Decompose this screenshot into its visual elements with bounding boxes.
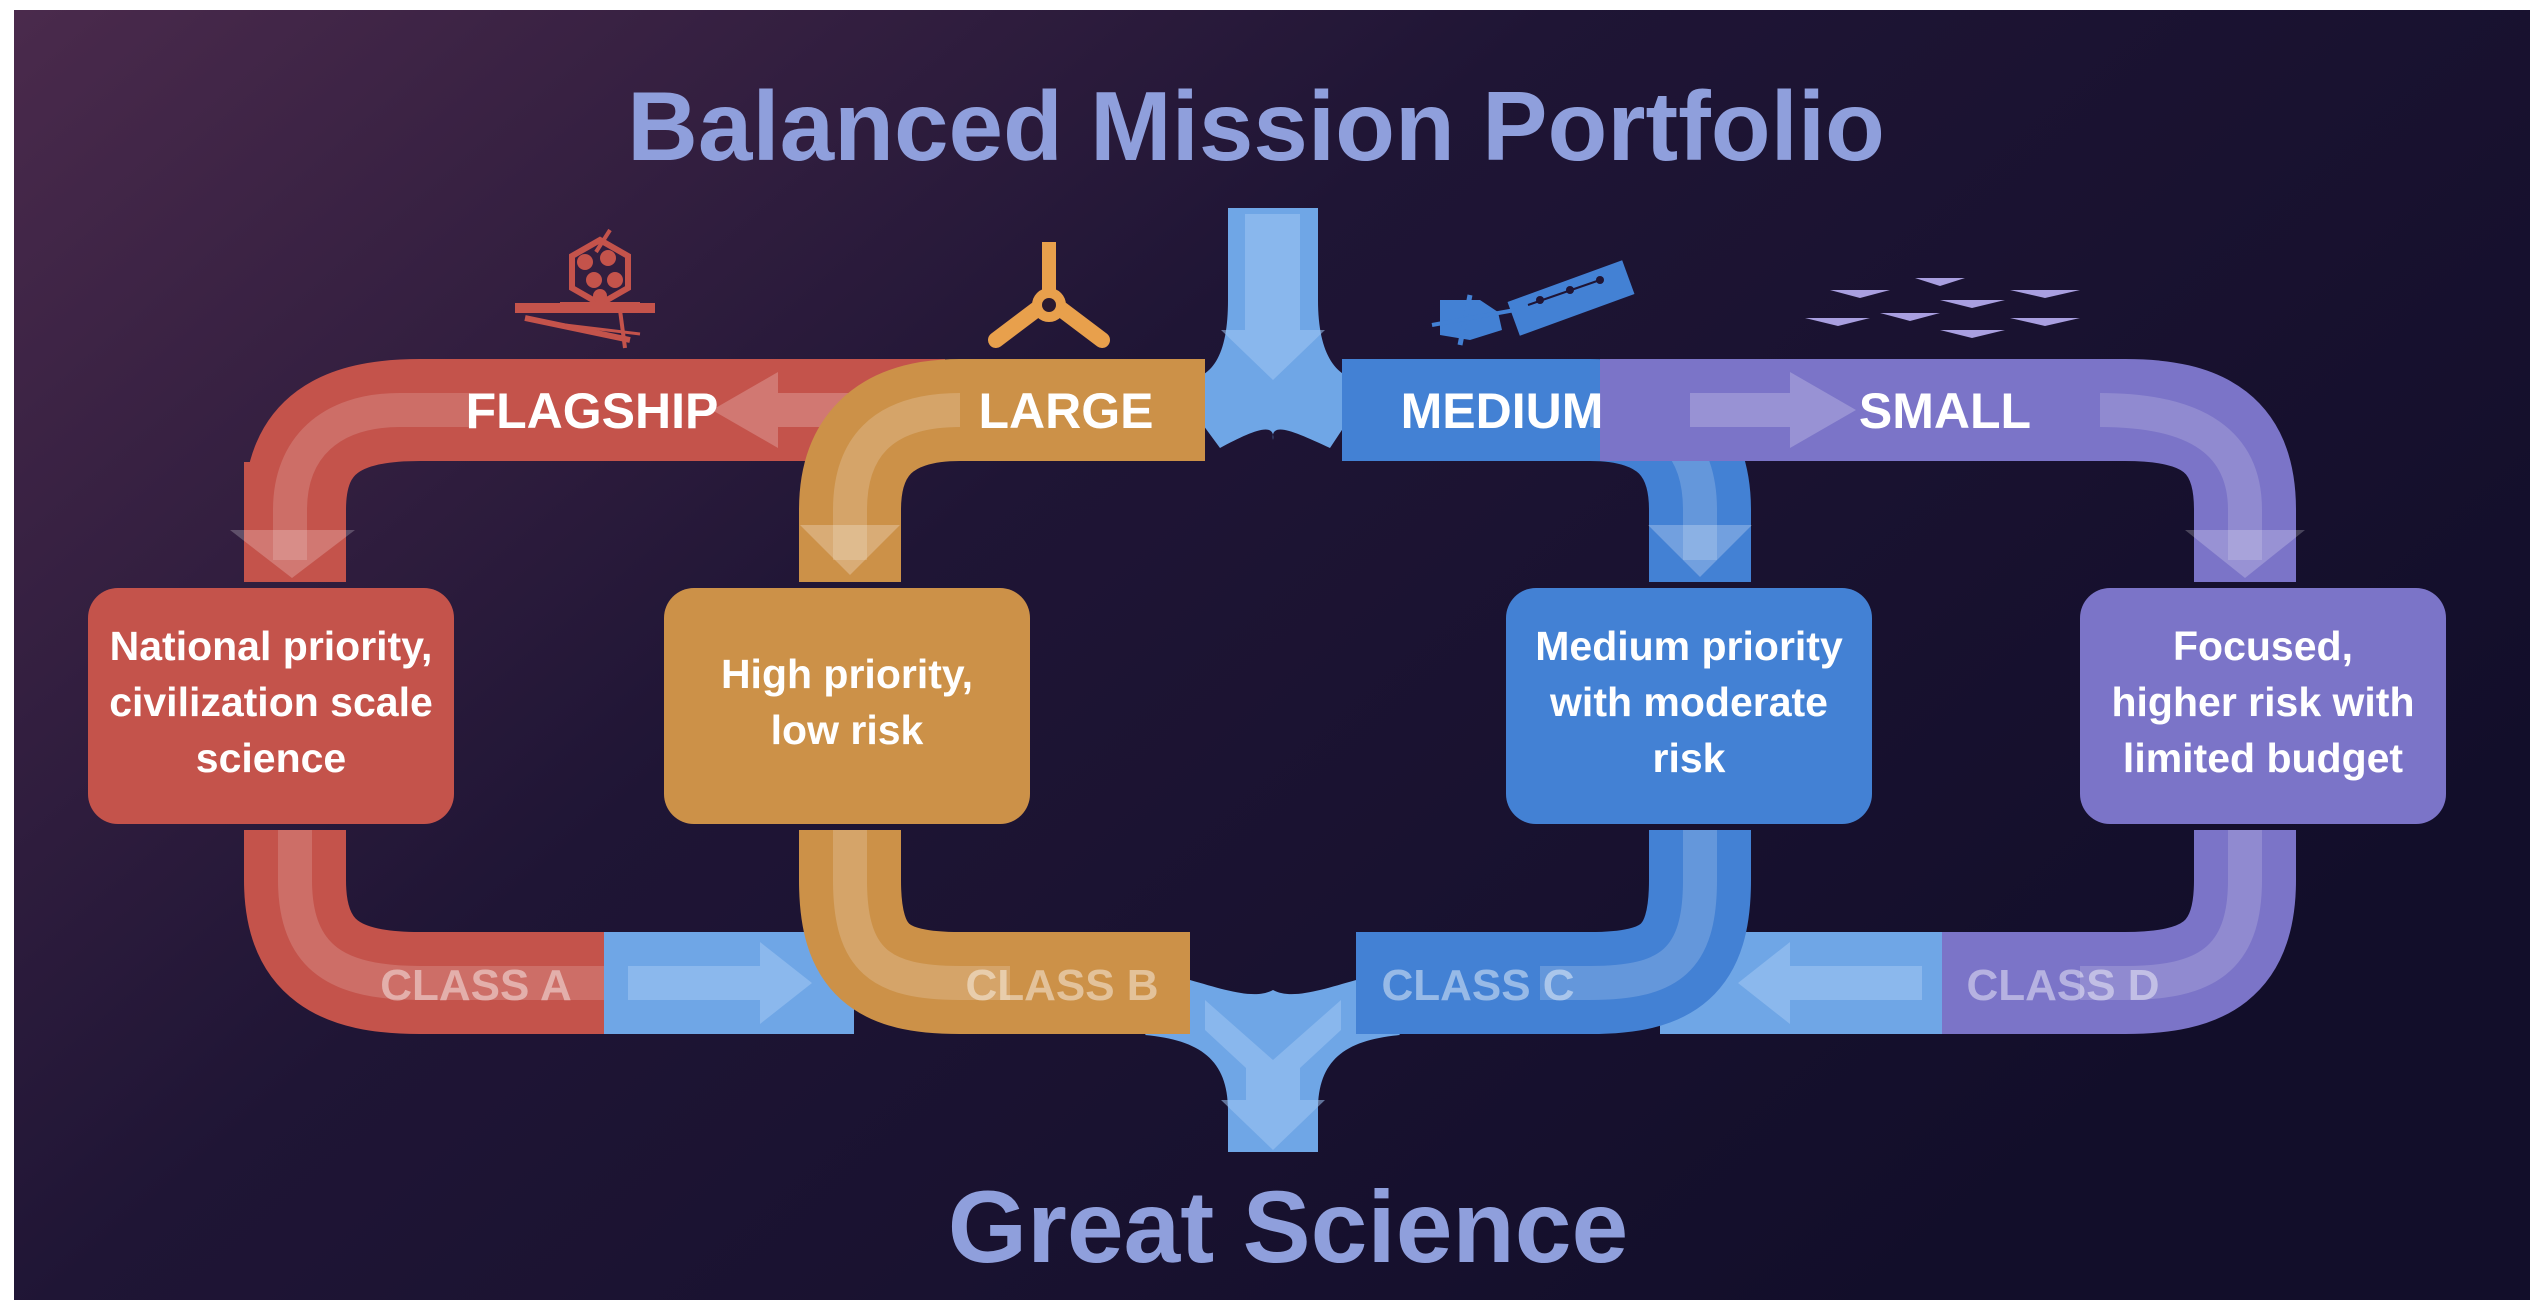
medium-description-line: with moderate (1549, 679, 1828, 725)
flagship-left-arrow (712, 372, 865, 448)
medium-down-arrow (1648, 525, 1752, 577)
large-down-arrow (800, 525, 900, 575)
flagship-description-line: science (196, 735, 346, 781)
small-label: SMALL (1859, 383, 2031, 439)
bottom-outflow-connector (1145, 980, 1400, 1152)
class-d-label: CLASS D (1966, 961, 2159, 1010)
large-description-line: low risk (771, 707, 924, 753)
space-telescope-icon (515, 228, 655, 349)
class-c-label: CLASS C (1381, 961, 1574, 1010)
small-down-arrow (2185, 530, 2305, 578)
diagram-footer: Great Science (948, 1170, 1628, 1284)
flagship-label: FLAGSHIP (466, 383, 719, 439)
satellite-icon (1431, 260, 1635, 346)
flagship-description-line: National priority, (110, 623, 433, 669)
medium-label: MEDIUM (1401, 383, 1604, 439)
flagship-description-line: civilization scale (109, 679, 433, 725)
small-description-line: Focused, (2173, 623, 2353, 669)
spacecraft-icon (988, 242, 1110, 348)
small-description-box (2080, 588, 2446, 824)
large-loop (799, 359, 1205, 1034)
large-description-box (664, 588, 1030, 824)
class-a-label: CLASS A (380, 961, 572, 1010)
flagship-loop (230, 359, 945, 1034)
class-b-label: CLASS B (965, 961, 1158, 1010)
flagship-down-arrow (230, 530, 355, 578)
large-description-line: High priority, (721, 651, 973, 697)
medium-description-box (1506, 588, 1872, 824)
small-description-line: limited budget (2123, 735, 2404, 781)
top-inflow-connector (1170, 208, 1375, 448)
flagship-description-box (88, 588, 454, 824)
medium-description-line: Medium priority (1535, 623, 1843, 669)
small-right-arrow (1690, 372, 1856, 448)
small-description-line: higher risk with (2112, 679, 2415, 725)
smallsat-constellation-icon (1805, 278, 2080, 338)
small-loop (1600, 359, 2305, 1034)
medium-description-line: risk (1653, 735, 1726, 781)
diagram-title: Balanced Mission Portfolio (627, 71, 1885, 181)
large-label: LARGE (979, 383, 1154, 439)
